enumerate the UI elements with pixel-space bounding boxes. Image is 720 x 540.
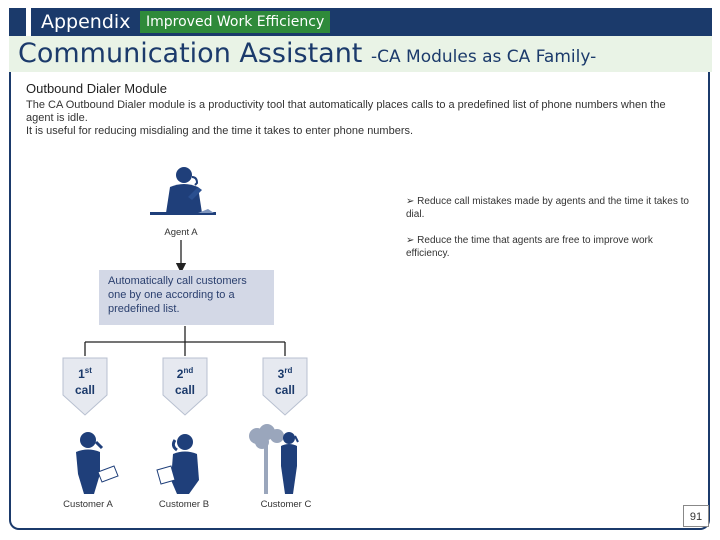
agent-icon (150, 167, 216, 215)
call-ordinal: 1 (78, 367, 85, 381)
call-word: call (174, 383, 195, 397)
benefit-item: ➢ Reduce call mistakes made by agents an… (406, 195, 696, 221)
arrow-bullet-icon: ➢ (406, 196, 415, 207)
page-title-main: Communication Assistant (18, 38, 363, 69)
call-bubble-icon (262, 357, 308, 416)
customer-label: Customer C (260, 499, 312, 510)
call-label-3: 3rd call (262, 363, 308, 398)
customer-person-icon (249, 424, 299, 494)
benefit-text: Reduce call mistakes made by agents and … (406, 196, 689, 220)
section-label: Appendix (26, 8, 130, 36)
benefit-text: Reduce the time that agents are free to … (406, 235, 653, 259)
call-bubble-icon (62, 357, 108, 416)
customer-person-icon (76, 432, 119, 494)
customer-person-icon (156, 434, 199, 494)
auto-call-box: Automatically call customers one by one … (99, 270, 274, 325)
content-frame (9, 72, 710, 530)
call-ordinal-suffix: st (84, 366, 92, 375)
agent-label: Agent A (164, 227, 198, 238)
call-bubble-icon (162, 357, 208, 416)
arrow-bullet-icon: ➢ (406, 235, 415, 246)
call-label-1: 1st call (62, 363, 108, 398)
description-line: It is useful for reducing misdialing and… (26, 125, 414, 137)
category-badge: Improved Work Efficiency (140, 11, 331, 33)
benefit-item: ➢ Reduce the time that agents are free t… (406, 234, 696, 260)
call-ordinal-suffix: nd (183, 366, 194, 375)
page-title: Communication Assistant -CA Modules as C… (18, 37, 596, 74)
customer-label: Customer A (63, 499, 113, 510)
description-line: The CA Outbound Dialer module is a produ… (26, 99, 666, 124)
benefit-list: ➢ Reduce call mistakes made by agents an… (406, 195, 696, 273)
call-ordinal: 3 (277, 367, 285, 381)
call-word: call (274, 383, 295, 397)
call-label-2: 2nd call (162, 363, 208, 398)
call-ordinal: 2 (176, 367, 184, 381)
title-band (9, 36, 712, 72)
module-title: Outbound Dialer Module (26, 81, 167, 96)
call-ordinal-suffix: rd (284, 366, 293, 375)
page-subtitle: -CA Modules as CA Family- (371, 47, 597, 67)
page-number: 91 (683, 505, 709, 527)
module-description: The CA Outbound Dialer module is a produ… (26, 99, 686, 138)
customer-label: Customer B (158, 499, 210, 510)
call-word: call (74, 383, 95, 397)
